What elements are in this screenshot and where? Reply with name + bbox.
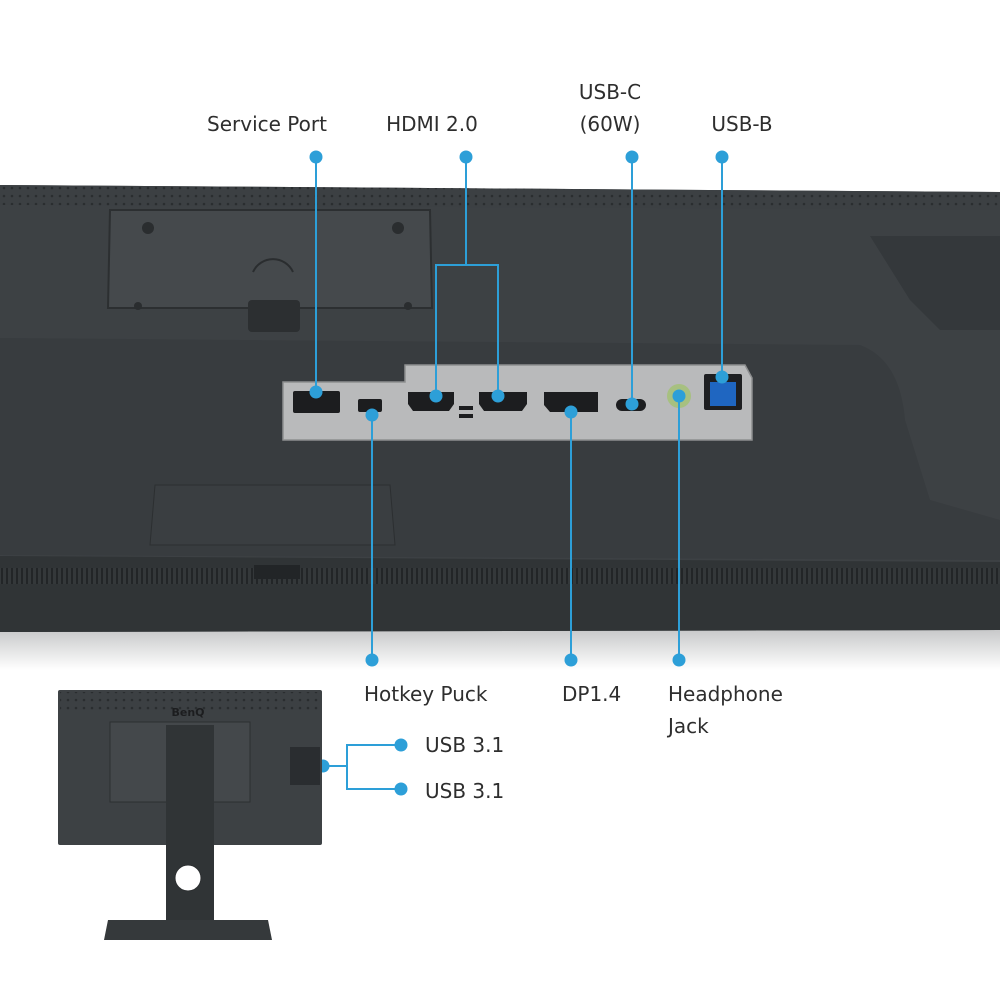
usb31-a-dot [394,738,408,752]
kensington-slot [254,565,300,579]
right-recess [870,236,1000,330]
hdmi-dot [459,150,473,164]
floor-shadow [0,630,1000,670]
dp-dot [564,653,578,667]
headphone-label-line2: Jack [666,714,709,738]
inset-cable-hole [174,864,202,892]
vesa-screw [134,302,142,310]
service-port-end-dot [309,385,323,399]
monitor-rear-closeup [0,185,1000,670]
hdmi-1-end-dot [429,389,443,403]
vesa-screw [392,222,404,234]
vesa-screw [404,302,412,310]
hdmi-1-connector [408,392,454,411]
monitor-rear-inset: BenQ [58,690,322,940]
hdmi-divider [459,414,473,418]
hotkey-puck-connector [358,399,382,412]
usb-b-dot [715,150,729,164]
hdmi-2-end-dot [491,389,505,403]
vesa-screw [142,222,154,234]
usb-b-insert [710,382,736,406]
service-port-connector [293,391,340,413]
top-vent-grille [0,185,1000,210]
usb-c-dot [625,150,639,164]
displayport-connector [544,392,598,412]
bottom-edge [0,556,1000,632]
inset-brand-logo: BenQ [171,706,204,719]
mount-clip [248,300,300,332]
hotkey-puck-end-dot [365,408,379,422]
inset-top-vents [60,692,320,710]
hdmi-label: HDMI 2.0 [386,112,478,136]
callout-dots [309,150,729,796]
usb31-leader [323,744,400,790]
usb-c-label-line1: USB-C [579,80,641,104]
label-recess [149,484,396,546]
usb31-label-a: USB 3.1 [425,733,504,757]
inset-stand-base [104,920,272,940]
headphone-label-line1: Headphone [668,682,783,706]
hotkey-puck-dot [365,653,379,667]
service-port-dot [309,150,323,164]
dp-end-dot [564,405,578,419]
headphone-dot [672,653,686,667]
usb-c-end-dot [625,397,639,411]
bottom-vent-slots [0,568,1000,584]
usb-b-end-dot [715,370,729,384]
hdmi-leader [435,157,499,395]
inset-stand-neck [166,725,214,925]
usb31-label-b: USB 3.1 [425,779,504,803]
usb-b-label: USB-B [711,112,772,136]
service-port-label: Service Port [207,112,327,136]
hdmi-divider [459,406,473,410]
headphone-end-dot [672,389,686,403]
dp-label: DP1.4 [562,682,621,706]
usb31-b-dot [394,782,408,796]
hotkey-puck-label: Hotkey Puck [364,682,488,706]
callout-lines [315,157,723,790]
hdmi-2-connector [479,392,527,411]
mount-latch [252,258,294,273]
usb-c-label-line2: (60W) [580,112,641,136]
inset-usb-panel [290,747,320,785]
